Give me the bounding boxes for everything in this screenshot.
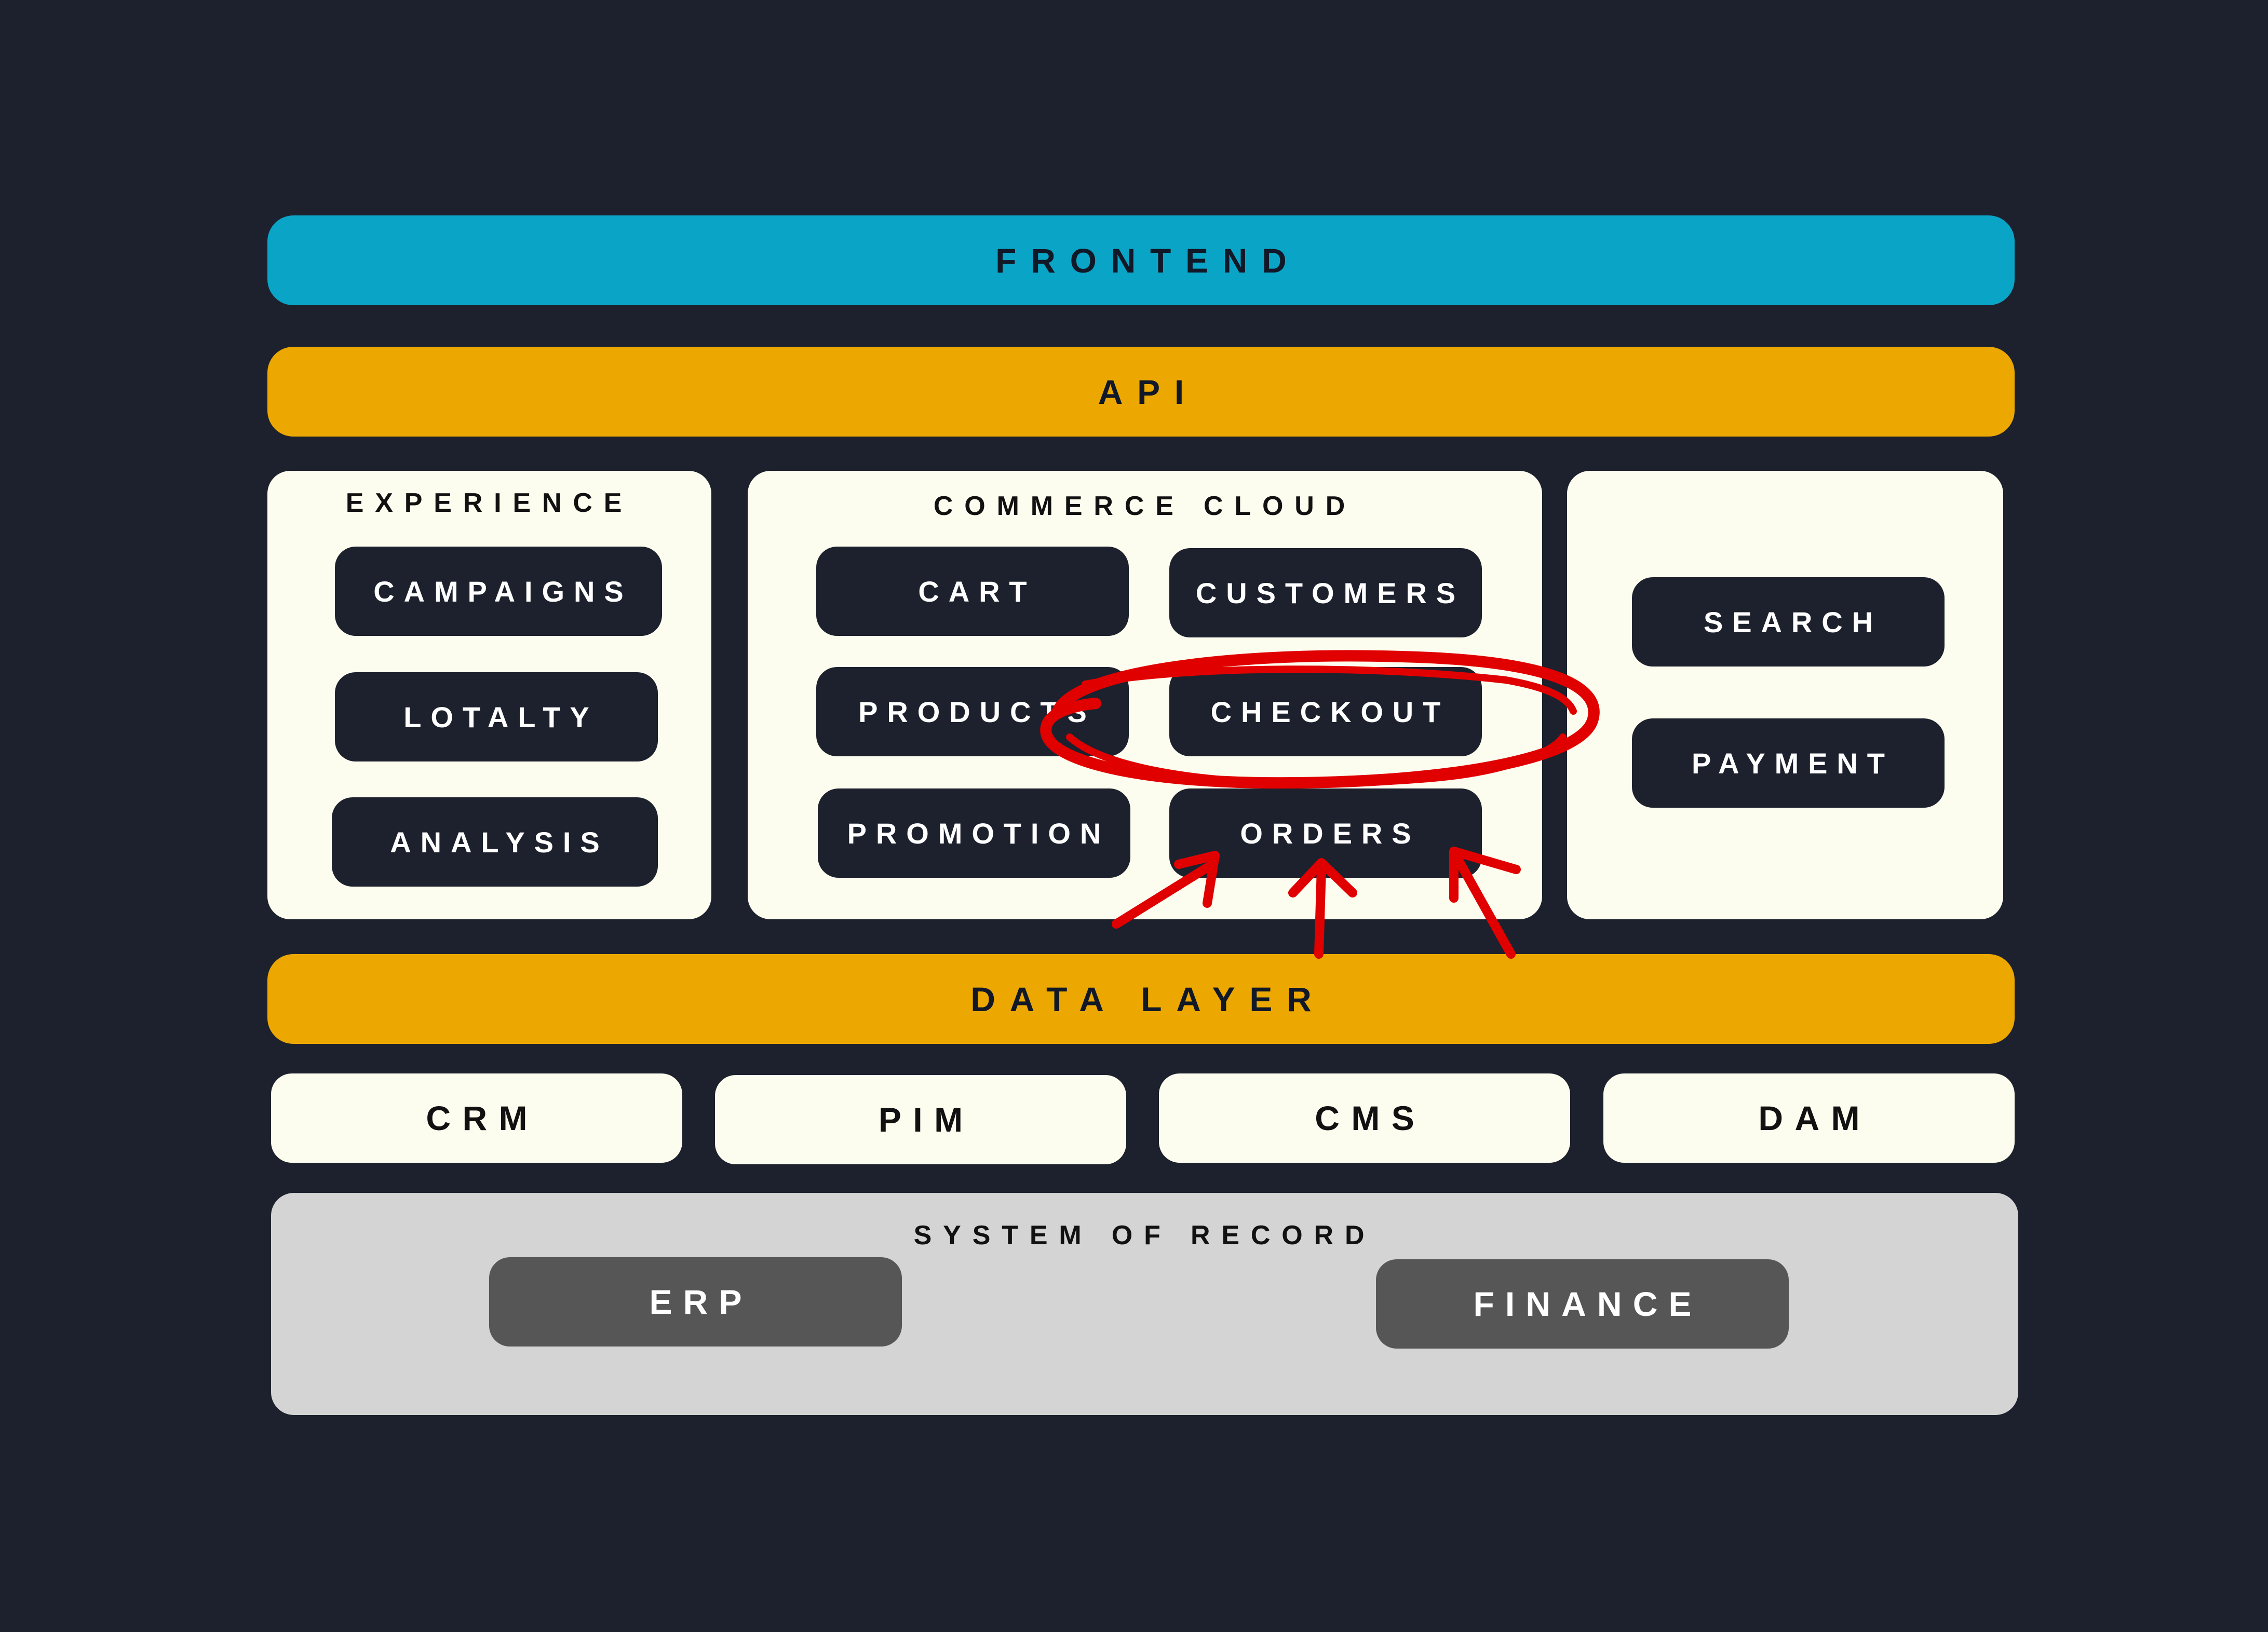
analysis-box: ANALYSIS	[332, 797, 658, 887]
orders-box: ORDERS	[1169, 788, 1482, 878]
commerce-cloud-title: COMMERCE CLOUD	[933, 491, 1357, 521]
customers-box: CUSTOMERS	[1169, 548, 1482, 637]
campaigns-box: CAMPAIGNS	[335, 547, 662, 636]
loyalty-box: LOTALTY	[335, 672, 658, 761]
payment-box: PAYMENT	[1632, 718, 1945, 808]
promotion-box: PROMOTION	[818, 788, 1130, 878]
pim-box: PIM	[715, 1075, 1126, 1164]
commerce-cloud-panel: COMMERCE CLOUD CART CUSTOMERS PRODUCTS C…	[748, 471, 1542, 919]
api-label: API	[1098, 372, 1198, 411]
system-of-record-title: SYSTEM OF RECORD	[913, 1220, 1376, 1250]
erp-box: ERP	[489, 1257, 902, 1347]
data-layer: DATA LAYER	[267, 954, 2015, 1044]
system-of-record-panel: SYSTEM OF RECORD ERP FINANCE	[271, 1193, 2018, 1415]
products-box: PRODUCTS	[816, 667, 1129, 756]
frontend-layer: FRONTEND	[267, 215, 2015, 305]
finance-box: FINANCE	[1376, 1259, 1789, 1349]
experience-title: EXPERIENCE	[345, 488, 633, 518]
dam-box: DAM	[1603, 1073, 2015, 1163]
search-box: SEARCH	[1632, 577, 1945, 667]
services-panel: SEARCH PAYMENT	[1567, 471, 2003, 919]
api-layer: API	[267, 347, 2015, 437]
data-layer-label: DATA LAYER	[970, 980, 1326, 1018]
experience-panel: EXPERIENCE CAMPAIGNS LOTALTY ANALYSIS	[267, 471, 711, 919]
cart-box: CART	[816, 547, 1129, 636]
frontend-label: FRONTEND	[995, 241, 1301, 280]
cms-box: CMS	[1159, 1073, 1570, 1163]
crm-box: CRM	[271, 1073, 682, 1163]
checkout-box: CHECKOUT	[1169, 667, 1482, 756]
